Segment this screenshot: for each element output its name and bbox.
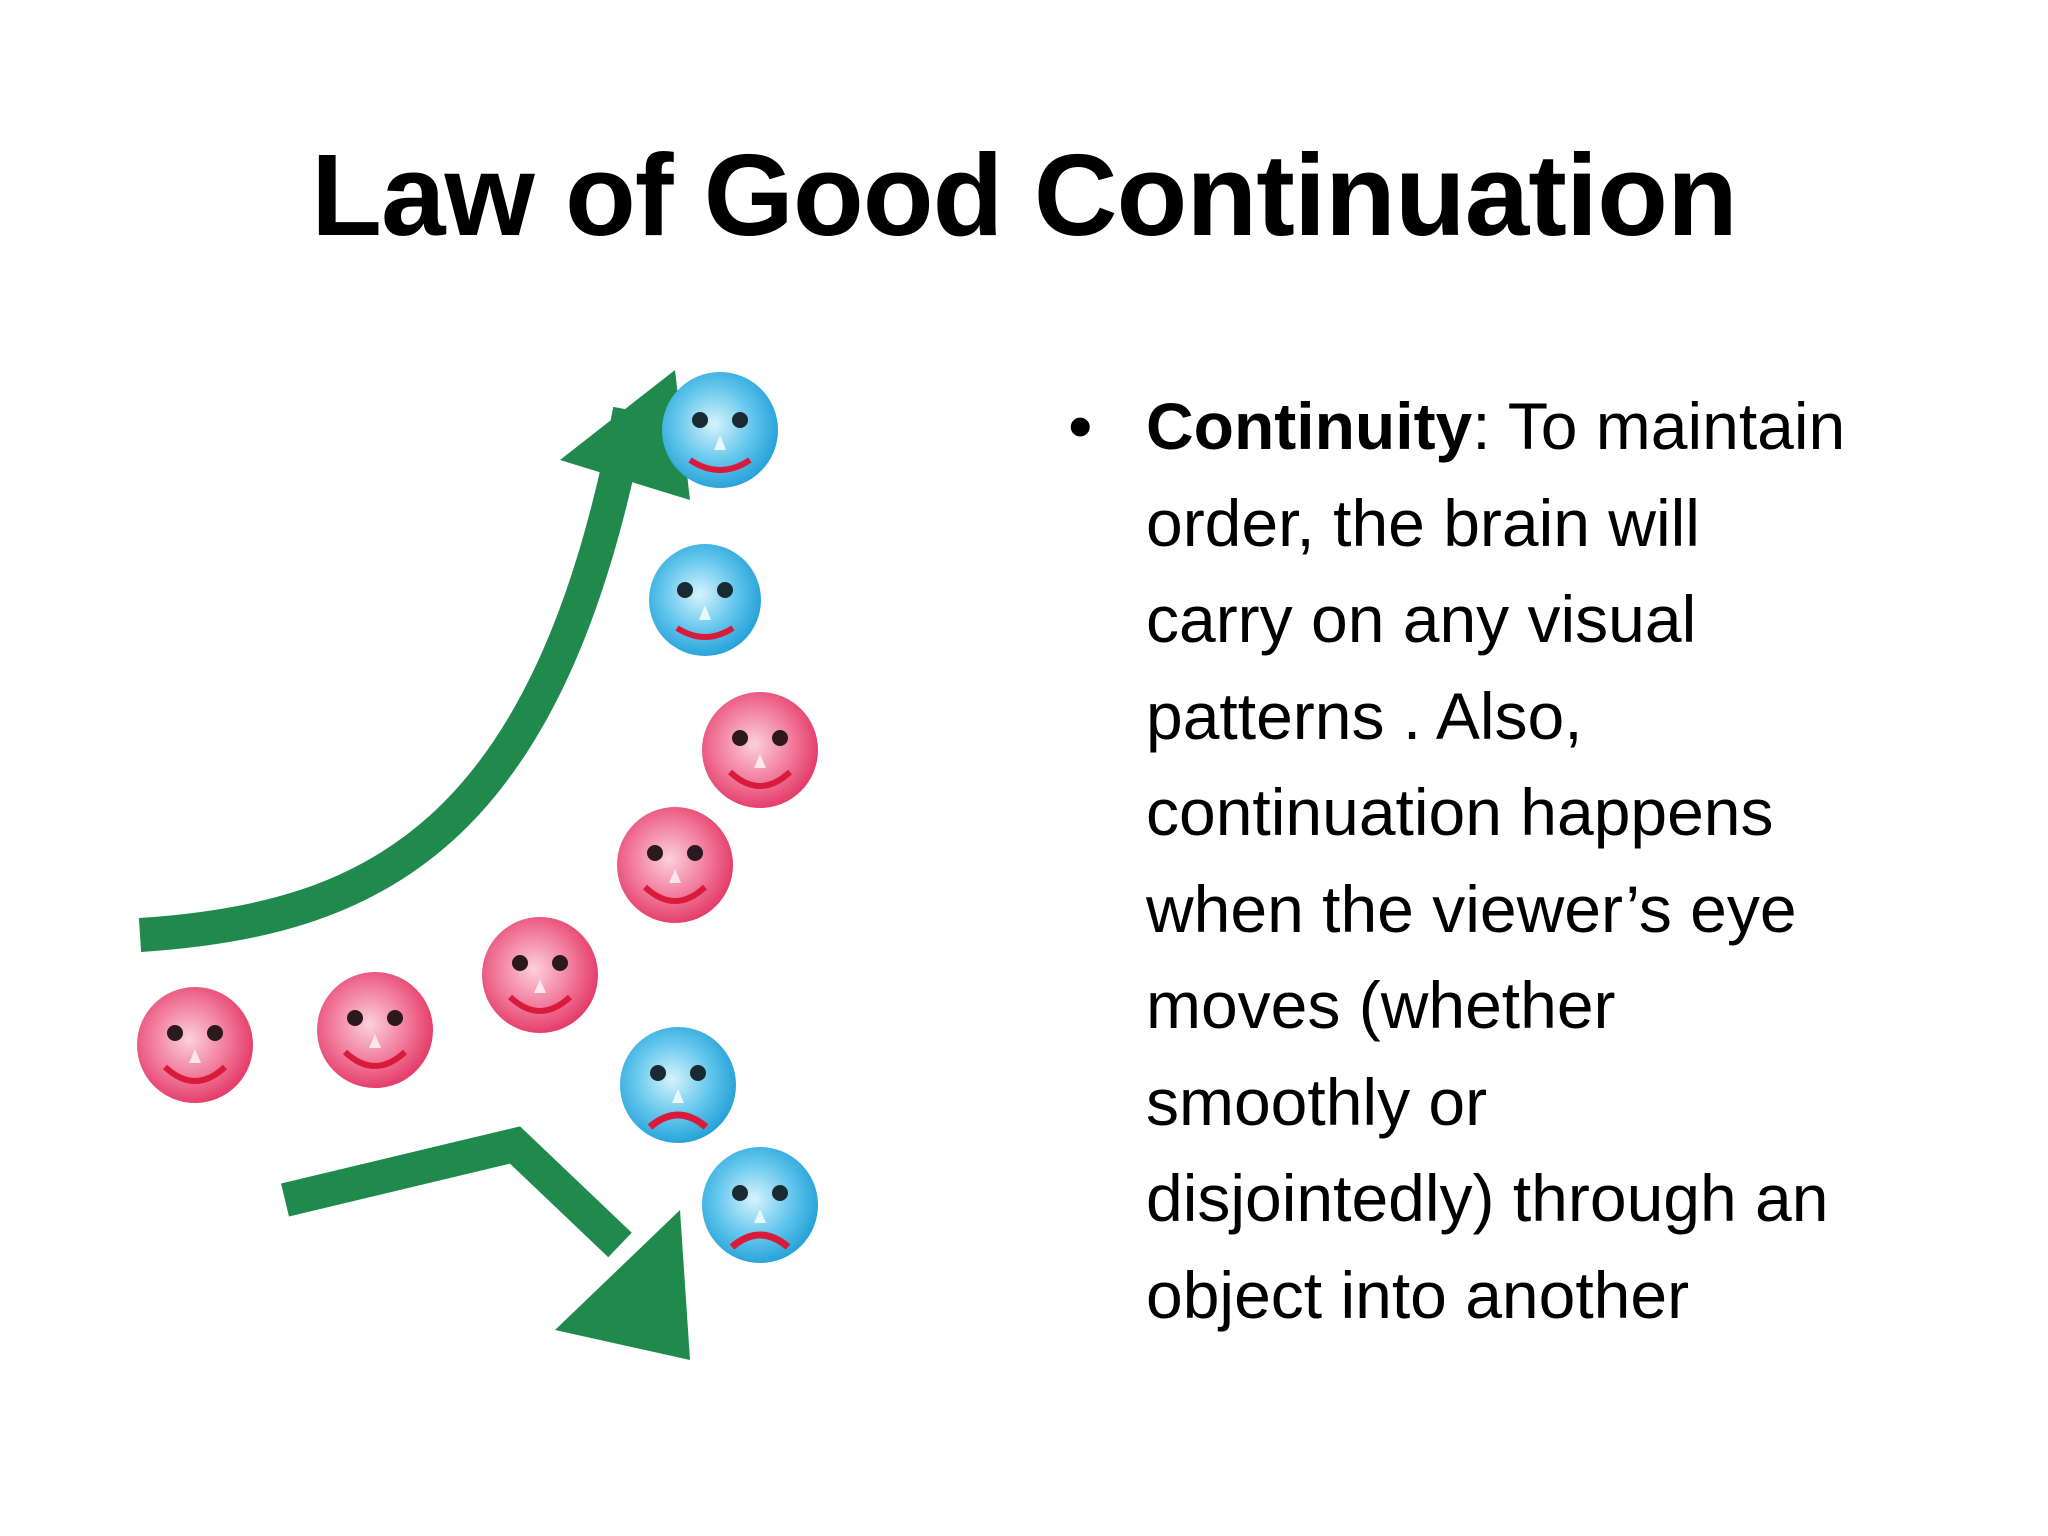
happy-face-icon	[137, 987, 253, 1103]
bullet-line: object into another	[1146, 1257, 1690, 1332]
bullet-line-text: To maintain	[1507, 389, 1846, 463]
bullet-line: patterns . Also,	[1146, 678, 1583, 753]
bullet-line: moves (whether	[1146, 968, 1616, 1042]
bullet-term: Continuity	[1146, 389, 1473, 463]
happy-face-icon	[617, 807, 733, 923]
face-sad-9	[702, 1147, 818, 1263]
sad-face-icon	[649, 544, 761, 656]
bullet-line: order, the brain will	[1146, 485, 1700, 560]
happy-face-icon	[702, 692, 818, 808]
bullet-line: carry on any visual	[1146, 582, 1697, 656]
face-sad-8	[620, 1027, 736, 1143]
face-happy-3	[702, 692, 818, 808]
bullet-item-continuity: Continuity: To maintain order, the brain…	[1146, 378, 1966, 1343]
bullet-line: Continuity: To maintain	[1146, 378, 1966, 475]
bullet-line: when the viewer’s eye	[1146, 871, 1797, 946]
face-sad-top-2	[649, 544, 761, 656]
bullet-separator: :	[1472, 389, 1508, 463]
bullet-line: disjointedly) through an	[1146, 1161, 1829, 1235]
sad-face-icon	[620, 1027, 736, 1143]
face-happy-7	[137, 987, 253, 1103]
sad-face-icon	[702, 1147, 818, 1263]
face-happy-6	[317, 972, 433, 1088]
bullet-list: • Continuity: To maintain order, the bra…	[1068, 378, 1968, 1343]
slide-title: Law of Good Continuation	[311, 130, 1738, 260]
bullet-line: smoothly or	[1146, 1064, 1488, 1139]
upward-curved-arrow-icon	[138, 370, 690, 952]
happy-face-icon	[482, 917, 598, 1033]
continuation-illustration	[137, 370, 818, 1360]
face-happy-5	[482, 917, 598, 1033]
downward-bent-arrow-icon	[281, 1126, 690, 1360]
bullet-line: continuation happens	[1146, 775, 1774, 849]
bullet-marker: •	[1068, 387, 1093, 465]
face-sad-top-1	[662, 372, 778, 488]
face-happy-4	[617, 807, 733, 923]
happy-face-icon	[317, 972, 433, 1088]
sad-face-icon	[662, 372, 778, 488]
